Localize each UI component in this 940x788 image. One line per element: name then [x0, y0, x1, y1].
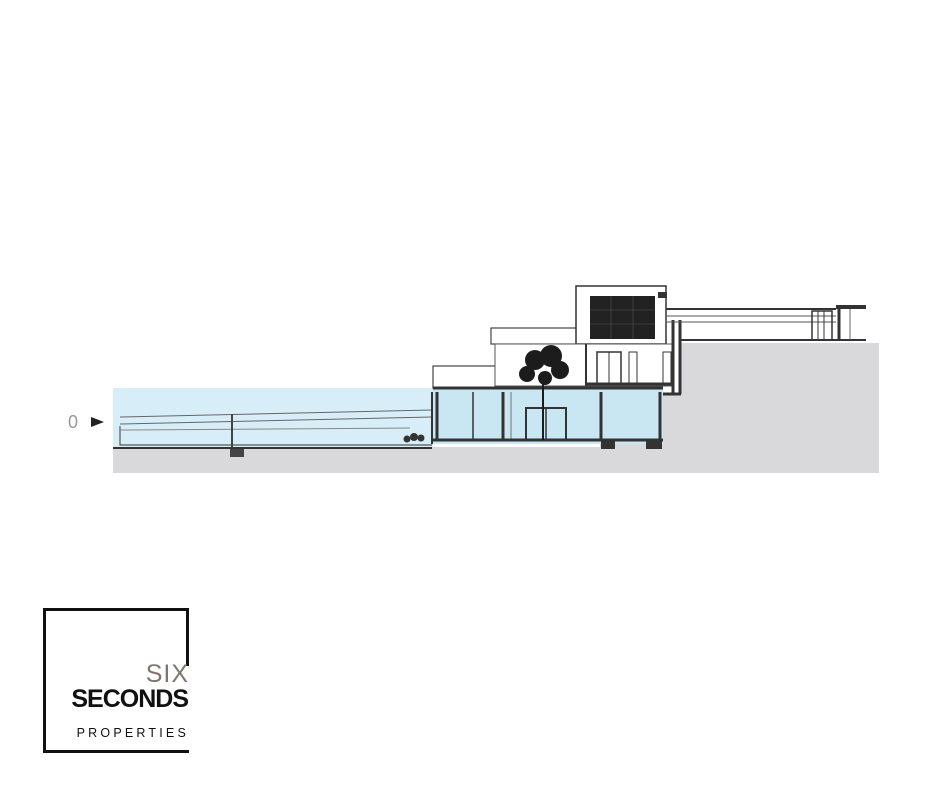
pool — [113, 388, 433, 457]
logo-frame-bottom — [43, 750, 189, 753]
level-zero-label: 0 — [68, 412, 79, 432]
tree — [519, 345, 569, 440]
right-wing — [666, 305, 866, 341]
lower-level — [403, 365, 663, 449]
logo-frame-right — [186, 608, 189, 666]
upper-level — [490, 285, 682, 396]
company-logo: SIX SECONDS PROPERTIES — [43, 608, 189, 753]
solar-panel — [590, 296, 655, 339]
logo-line-properties: PROPERTIES — [76, 726, 189, 740]
logo-line-seconds: SECONDS — [71, 685, 189, 713]
logo-frame-left — [43, 608, 46, 753]
logo-line-six: SIX — [145, 660, 189, 688]
logo-frame-top — [43, 608, 189, 611]
arrow-right-icon — [91, 417, 104, 427]
